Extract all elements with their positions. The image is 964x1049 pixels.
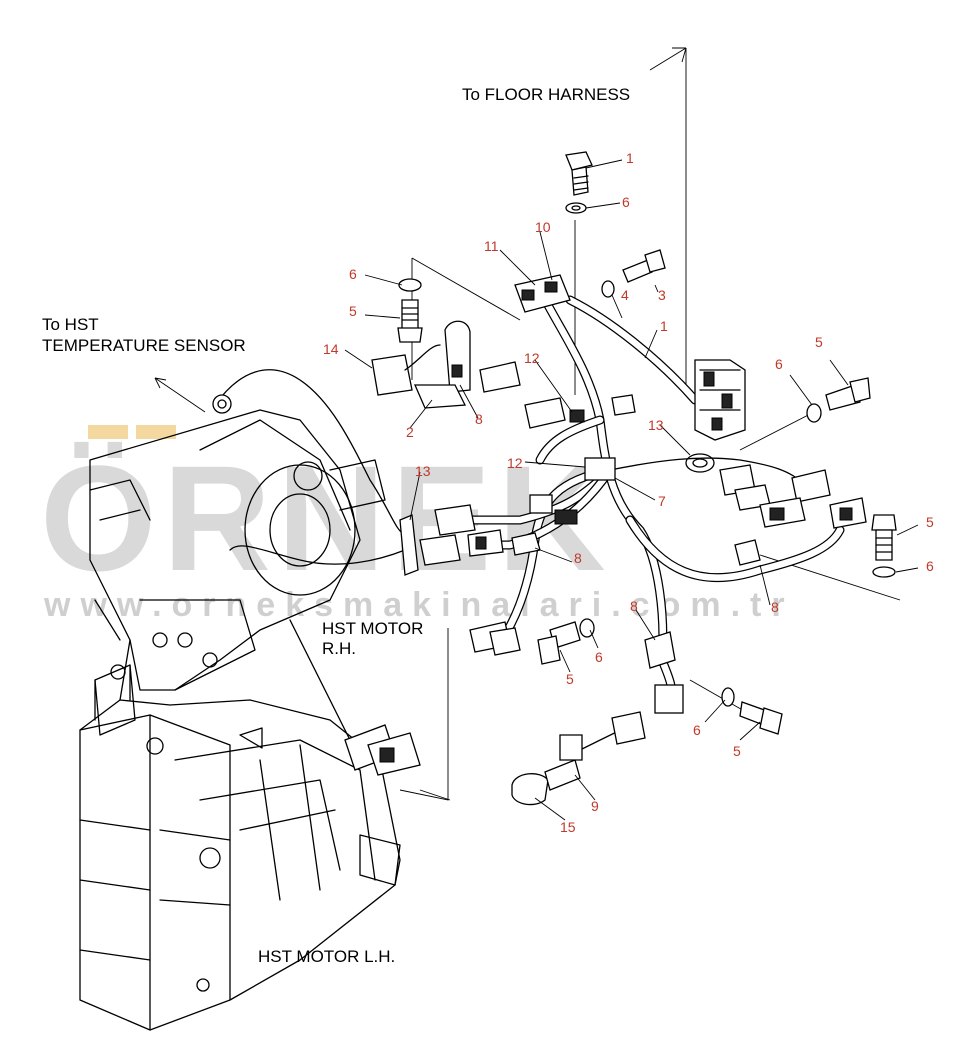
- callout-15: 15: [560, 819, 576, 835]
- callout-leaders: [344, 159, 919, 821]
- callout-8a: 8: [475, 411, 483, 427]
- connectors: [212, 274, 867, 806]
- callout-5b: 5: [349, 303, 357, 319]
- callout-9: 9: [591, 798, 599, 814]
- callout-13-left: 13: [415, 463, 431, 479]
- label-motor-rh-line1: HST MOTOR: [322, 619, 423, 638]
- callout-8b: 8: [574, 550, 582, 566]
- callout-6d: 6: [926, 558, 934, 574]
- callout-4: 4: [621, 287, 629, 303]
- callout-12-lower: 12: [507, 455, 523, 471]
- label-hst-sensor-line2: TEMPERATURE SENSOR: [42, 336, 246, 355]
- callout-6a: 6: [622, 194, 630, 210]
- label-motor-lh: HST MOTOR L.H.: [258, 947, 395, 966]
- callout-5d: 5: [926, 514, 934, 530]
- callout-13-right: 13: [648, 417, 664, 433]
- arrow-to-sensor: [154, 377, 206, 413]
- callout-numbers: 1 4 3 2 1 5 5 5 5 5 5 6 6 6 6 6 6 7 8 8 …: [323, 150, 934, 835]
- callout-2: 2: [406, 424, 414, 440]
- callout-14: 14: [323, 341, 339, 357]
- callout-6b: 6: [349, 266, 357, 282]
- callout-1: 1: [660, 318, 668, 334]
- callout-3: 3: [658, 287, 666, 303]
- callout-10: 10: [535, 219, 551, 235]
- callout-6e: 6: [595, 649, 603, 665]
- callout-12-upper: 12: [524, 350, 540, 366]
- label-motor-rh-line2: R.H.: [322, 639, 356, 658]
- watermark-umlaut-left: [88, 425, 128, 439]
- hst-motor-lh-drawing: [79, 664, 401, 1031]
- watermark-umlaut-right: [136, 425, 176, 439]
- callout-5f: 5: [733, 743, 741, 759]
- callout-8c: 8: [771, 599, 779, 615]
- callout-7: 7: [658, 493, 666, 509]
- callout-5c: 5: [815, 334, 823, 350]
- label-hst-sensor-line1: To HST: [42, 315, 99, 334]
- hst-motor-rh-drawing: [89, 409, 386, 701]
- fasteners: [397, 151, 897, 735]
- watermark: ÖRNEK www.orneksmakinalari.com.tr: [40, 425, 785, 624]
- label-floor-harness: To FLOOR HARNESS: [462, 85, 630, 104]
- callout-8d: 8: [630, 598, 638, 614]
- callout-6c: 6: [775, 356, 783, 372]
- callout-6f: 6: [693, 722, 701, 738]
- callout-5e: 5: [566, 671, 574, 687]
- callout-11: 11: [484, 238, 499, 254]
- callout-5-top: 1: [626, 150, 634, 166]
